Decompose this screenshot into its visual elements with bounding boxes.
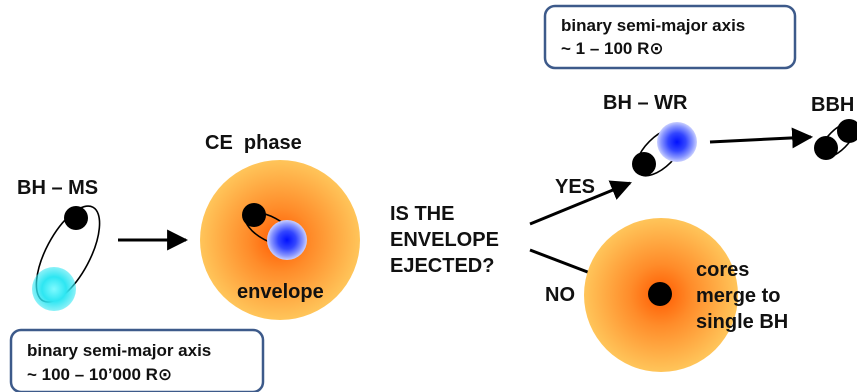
question-line-1: IS THE (390, 203, 454, 225)
merge-line-3: single BH (696, 311, 788, 333)
envelope-question: IS THE ENVELOPE EJECTED? (390, 203, 499, 277)
black-hole-icon (64, 206, 88, 230)
info-box-top-line1: binary semi-major axis (561, 16, 745, 35)
stage-ce-phase: CE phase envelope (200, 132, 360, 320)
arrow-yes (529, 180, 632, 226)
info-box-bottom-line1: binary semi-major axis (27, 341, 211, 360)
info-box-top: binary semi-major axis ~ 1 – 100 R⊙ (543, 4, 797, 70)
ms-star-icon (32, 267, 76, 311)
stage-bh-ms: BH – MS (17, 177, 101, 311)
ce-core-star-icon (267, 220, 307, 260)
yes-label: YES (555, 176, 595, 198)
stage-bbh: BBH (811, 94, 857, 160)
bh-wr-label: BH – WR (603, 92, 688, 114)
bbh-label: BBH (811, 94, 854, 116)
wr-star-icon (657, 122, 697, 162)
no-label: NO (545, 284, 575, 306)
info-box-top-border (543, 4, 797, 70)
stage-merger: cores merge to single BH (584, 218, 788, 372)
ce-phase-label: CE phase (205, 132, 302, 154)
envelope-label: envelope (237, 281, 324, 303)
bh-wr-black-hole-icon (632, 152, 656, 176)
info-box-bottom-border (9, 328, 265, 392)
question-line-2: ENVELOPE (390, 229, 499, 251)
info-box-bottom-line2: ~ 100 – 10’000 R⊙ (27, 365, 172, 384)
merged-core-icon (648, 282, 672, 306)
bbh-black-hole-2-icon (837, 119, 857, 143)
info-box-bottom: binary semi-major axis ~ 100 – 10’000 R⊙ (9, 328, 265, 392)
merge-line-2: merge to (696, 285, 780, 307)
ce-black-hole-icon (242, 203, 266, 227)
info-box-top-line2: ~ 1 – 100 R⊙ (561, 39, 664, 58)
stage-bh-wr: BH – WR (603, 92, 697, 177)
question-line-3: EJECTED? (390, 255, 494, 277)
bh-ms-label: BH – MS (17, 177, 98, 199)
arrow-to-bbh (709, 127, 814, 149)
merge-line-1: cores (696, 259, 749, 281)
bbh-black-hole-1-icon (814, 136, 838, 160)
